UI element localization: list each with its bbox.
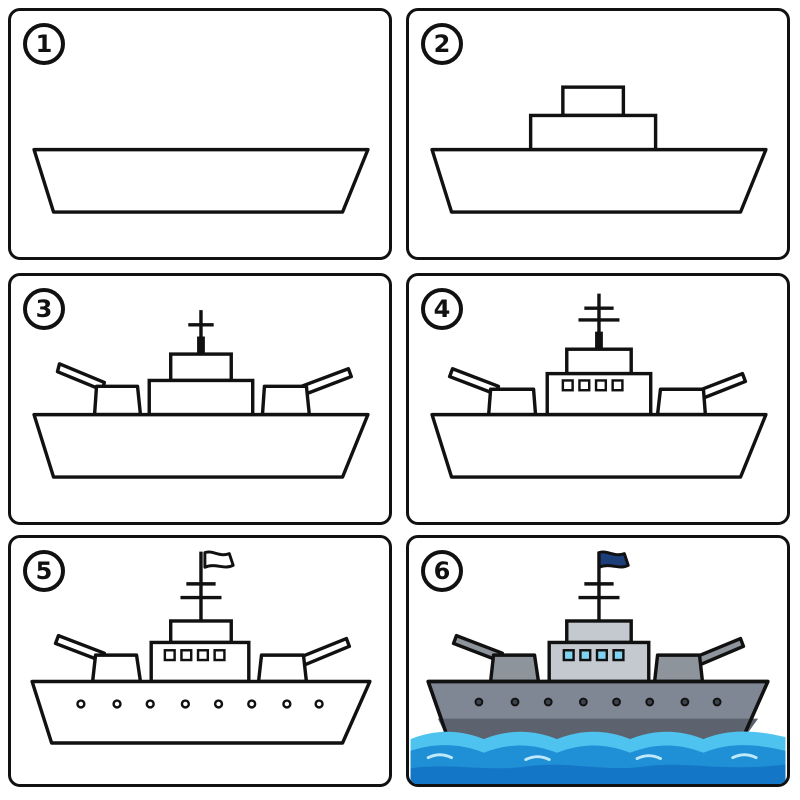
step-number-5: 5 [23, 550, 65, 592]
hull-outline [32, 412, 370, 479]
hull-outline [430, 147, 768, 214]
bridge-top [565, 347, 633, 376]
step-panel-2: 2 [406, 8, 790, 260]
hull-outline [30, 679, 372, 745]
right-turret [652, 636, 746, 684]
mast [578, 551, 620, 621]
mast-base [197, 336, 205, 355]
bridge-top [169, 352, 233, 383]
step-number-3: 3 [23, 288, 65, 330]
right-turret [256, 636, 352, 684]
step-6-drawing [410, 550, 786, 784]
hull-outline [430, 412, 768, 479]
flag [203, 550, 235, 569]
water-deep [410, 764, 786, 784]
wave-highlights [426, 753, 758, 762]
left-turret [451, 633, 541, 684]
step-number-1: 1 [23, 23, 65, 65]
deckhouse [528, 113, 658, 152]
step-4-drawing [430, 293, 768, 479]
step-number-2: 2 [421, 23, 463, 65]
bridge-top [169, 619, 233, 645]
flag [597, 550, 630, 569]
right-turret [260, 367, 354, 417]
bridge-top [565, 619, 633, 645]
portholes [474, 697, 722, 707]
step-panel-1: 1 [8, 8, 392, 260]
portholes [76, 699, 324, 709]
bridge-windows [561, 379, 624, 392]
step-panel-6: 6 [406, 535, 790, 787]
deckhouse [149, 640, 251, 684]
step-panel-4: 4 [406, 273, 790, 525]
step-panel-3: 3 [8, 273, 392, 525]
deckhouse [547, 640, 651, 684]
bridge-windows [562, 649, 625, 662]
step-1-drawing [32, 147, 370, 214]
bridge-windows [163, 649, 226, 662]
step-number-4: 4 [421, 288, 463, 330]
step-panel-5: 5 [8, 535, 392, 787]
step-2-drawing [430, 85, 768, 214]
step-5-drawing [30, 550, 372, 745]
left-turret [447, 367, 538, 417]
left-turret [53, 633, 143, 684]
step-3-drawing [32, 310, 370, 479]
left-turret [55, 362, 143, 417]
step-number-6: 6 [421, 550, 463, 592]
deckhouse [147, 378, 255, 417]
bridge-top [561, 85, 626, 118]
hull-outline [32, 147, 370, 214]
mast-base [595, 331, 603, 350]
mast [180, 551, 222, 621]
right-turret [655, 371, 748, 417]
